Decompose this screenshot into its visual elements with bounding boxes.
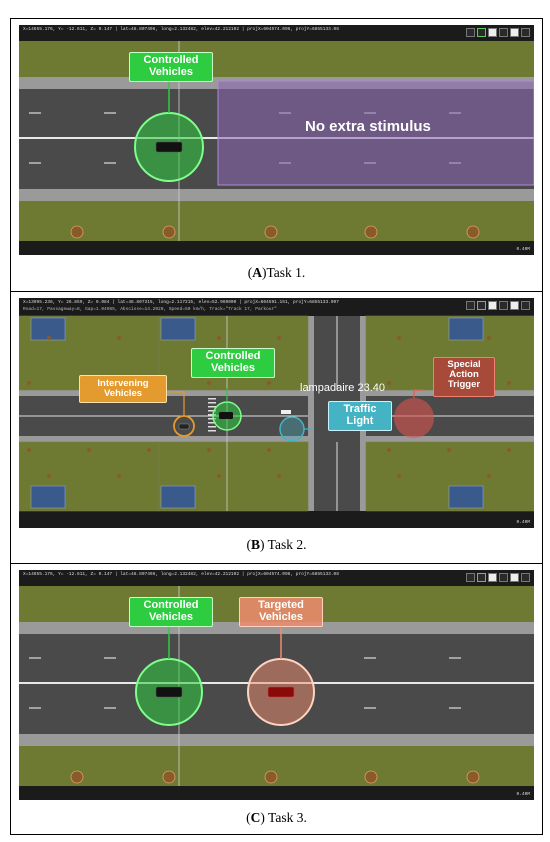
caption-text: ) Task 2.	[260, 537, 307, 552]
scale-readout: 0.40M	[516, 247, 530, 252]
camera-icon[interactable]	[477, 301, 486, 310]
panel-task-1: X=14655.176, Y= -12.611, Z= 0.147 | lat=…	[11, 19, 542, 292]
coordinates-readout: X=14655.176, Y= -12.611, Z= 0.147 | lat=…	[23, 572, 339, 577]
reset-icon[interactable]	[466, 573, 475, 582]
simulator-view-task-1[interactable]: X=14655.176, Y= -12.611, Z= 0.147 | lat=…	[19, 25, 534, 255]
lamp-label: lampadaire 23.40	[300, 382, 386, 394]
reset-icon[interactable]	[466, 301, 475, 310]
caption-text: )Task 1.	[261, 265, 306, 280]
caption-text: ) Task 3.	[260, 810, 307, 825]
coordinates-readout: X=13995.236, Y= 26.859, Z= 0.084 | lat=4…	[23, 300, 339, 305]
toolbar	[466, 301, 530, 310]
road-info-readout: Road=17, Passageway=8, Gap=1.04985, Absc…	[23, 307, 277, 312]
reset-icon[interactable]	[466, 28, 475, 37]
camera-icon[interactable]	[477, 28, 486, 37]
settings-icon[interactable]	[510, 28, 519, 37]
display-icon[interactable]	[488, 301, 497, 310]
road-scene-task-3	[19, 570, 534, 800]
controlled-vehicles-callout: Controlled Vehicles	[129, 52, 213, 82]
settings-icon[interactable]	[510, 573, 519, 582]
grid-icon[interactable]	[499, 301, 508, 310]
close-icon[interactable]	[521, 28, 530, 37]
no-stimulus-label: No extra stimulus	[305, 118, 431, 135]
panel-task-2: X=13995.236, Y= 26.859, Z= 0.084 | lat=4…	[11, 292, 542, 564]
display-icon[interactable]	[488, 28, 497, 37]
scale-readout: 0.40M	[516, 792, 530, 797]
simulator-view-task-3[interactable]: X=14655.176, Y= -12.611, Z= 0.147 | lat=…	[19, 570, 534, 800]
close-icon[interactable]	[521, 301, 530, 310]
caption-task-2: (B) Task 2.	[246, 537, 307, 552]
close-icon[interactable]	[521, 573, 530, 582]
targeted-vehicles-callout: Targeted Vehicles	[239, 597, 323, 627]
controlled-vehicles-callout: Controlled Vehicles	[191, 348, 275, 378]
road-scene-task-1	[19, 25, 534, 255]
caption-letter: A	[252, 265, 262, 280]
toolbar	[466, 28, 530, 37]
intervening-vehicles-callout: Intervening Vehicles	[79, 375, 167, 403]
caption-task-1: (A)Task 1.	[247, 265, 306, 280]
simulator-view-task-2[interactable]: X=13995.236, Y= 26.859, Z= 0.084 | lat=4…	[19, 298, 534, 528]
traffic-light-callout: Traffic Light	[328, 401, 392, 431]
grid-icon[interactable]	[499, 28, 508, 37]
coordinates-readout: X=14655.176, Y= -12.611, Z= 0.147 | lat=…	[23, 27, 339, 32]
grid-icon[interactable]	[499, 573, 508, 582]
caption-letter: B	[251, 537, 261, 552]
road-scene-task-2	[19, 298, 534, 528]
controlled-vehicles-callout: Controlled Vehicles	[129, 597, 213, 627]
figure: X=14655.176, Y= -12.611, Z= 0.147 | lat=…	[10, 18, 543, 835]
scale-readout: 0.40M	[516, 520, 530, 525]
panel-task-3: X=14655.176, Y= -12.611, Z= 0.147 | lat=…	[11, 564, 542, 834]
settings-icon[interactable]	[510, 301, 519, 310]
display-icon[interactable]	[488, 573, 497, 582]
toolbar	[466, 573, 530, 582]
caption-task-3: (C) Task 3.	[246, 810, 307, 825]
camera-icon[interactable]	[477, 573, 486, 582]
special-action-trigger-callout: Special Action Trigger	[433, 357, 495, 397]
caption-letter: C	[250, 810, 261, 825]
